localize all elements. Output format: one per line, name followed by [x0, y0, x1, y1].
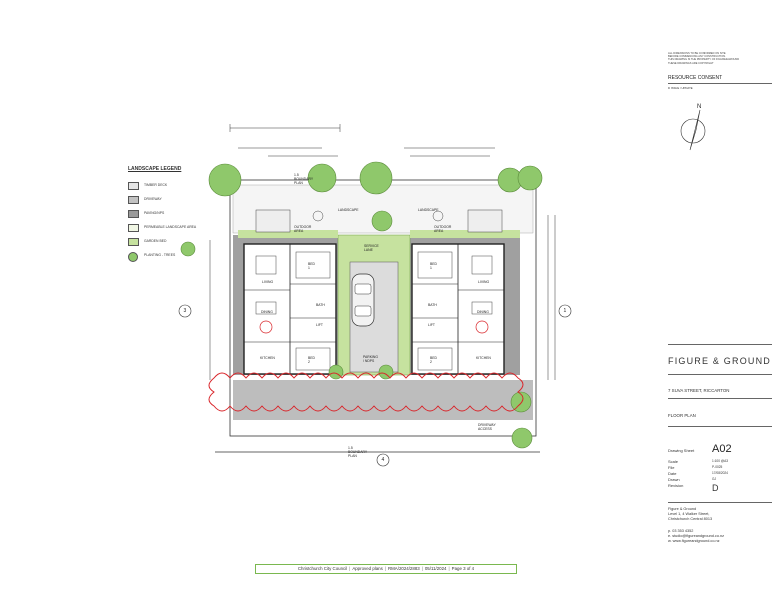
label-driveway: DRIVEWAY ACCESS: [478, 423, 496, 431]
label-outdoor-right: OUTDOOR AREA: [434, 225, 452, 233]
label-outdoor-left: OUTDOOR AREA: [294, 225, 312, 233]
legend-item: TIMBER DECK: [128, 182, 190, 192]
consent-title: RESOURCE CONSENT: [668, 75, 723, 81]
sheet-title: FLOOR PLAN: [668, 413, 696, 418]
right-deck: [467, 209, 503, 233]
label-kitchen-left: KITCHEN: [260, 356, 275, 360]
legend-item: DRIVEWAY: [128, 196, 190, 206]
firm-contact: p. 03 353 4352 e. studio@figureandground…: [668, 529, 724, 543]
label-bed2-right: BED 2: [430, 356, 437, 364]
trees: [180, 161, 543, 449]
legend-label: DRIVEWAY: [144, 197, 162, 201]
label-living-right: LIVING: [478, 280, 490, 284]
section-markers: [178, 304, 572, 467]
right-unit: [411, 243, 505, 375]
field-value: P-0025: [712, 465, 723, 469]
consent-sub: D ISSUE / UPDATE: [668, 86, 693, 90]
label-dining-right: DINING: [477, 310, 489, 314]
rear-garden-left: [238, 230, 338, 238]
firm-address: Figure & Ground Level 1, 4 Walker Street…: [668, 507, 713, 521]
field-value: 1:100 @A3: [712, 459, 728, 463]
revision-cloud: [208, 372, 524, 412]
tree-icon: [371, 210, 393, 232]
label-living-left: LIVING: [262, 280, 274, 284]
label-bed1-right: BED 1: [430, 262, 437, 270]
legend-swatch: [128, 238, 139, 246]
legend-label: PAVING/NPS: [144, 211, 165, 215]
field-label: Date: [668, 471, 677, 476]
tree-icon: [307, 163, 337, 193]
label-boundary-bottom: 1.5 BOUNDARY PLAN: [348, 446, 368, 458]
car-icon: [351, 273, 375, 327]
tree-icon: [511, 427, 533, 449]
label-bath-right: BATH: [428, 303, 437, 307]
council-approval-stamp: Christchurch City Council|Approved plans…: [255, 564, 517, 574]
field-label: Scale: [668, 459, 679, 464]
field-value: GJ: [712, 477, 717, 481]
label-bed1-left: BED 1: [308, 262, 315, 270]
label-parking: PARKING / NDPS: [363, 355, 379, 363]
right-chair-icon: [432, 210, 444, 222]
legend-swatch: [128, 196, 139, 204]
legend-item: GARDEN BED: [128, 238, 190, 248]
label-bed2-left: BED 2: [308, 356, 315, 364]
tree-icon: [517, 165, 543, 191]
project-address: 7 SUVA STREET, RICCARTON: [668, 388, 730, 393]
legend-swatch: [128, 210, 139, 218]
label-boundary-top: 1.5 BOUNDARY PLAN: [294, 173, 314, 185]
tree-icon: [378, 364, 394, 380]
label-lift-right: LIFT: [428, 323, 435, 327]
dimension-lines: [209, 124, 556, 380]
legend-item: PAVING/NPS: [128, 210, 190, 220]
marker-bottom: 4: [381, 457, 385, 463]
rule: [668, 502, 772, 503]
legend-label: PLANTING - TREES: [144, 253, 176, 257]
field-value: D: [712, 483, 719, 493]
field-label: Drawn: [668, 477, 680, 482]
drawing-sheet-number: A02: [712, 443, 732, 455]
legend-label: PERMEABLE LANDSCAPE AREA: [144, 225, 197, 229]
legend-label: GARDEN BED: [144, 239, 167, 243]
marker-right: 1: [563, 308, 567, 314]
left-unit: [243, 243, 337, 375]
rule: [668, 344, 772, 345]
general-notes: ALL DIMENSIONS TO BE CONFIRMED ON SITE B…: [668, 52, 740, 65]
field-value: 17/08/2024: [712, 471, 728, 475]
label-kitchen-right: KITCHEN: [476, 356, 491, 360]
firm-name: FIGURE & GROUND: [668, 356, 772, 366]
field-label: File: [668, 465, 675, 470]
rule: [668, 374, 772, 375]
label-dining-left: DINING: [261, 310, 273, 314]
label-service-lane: SERVICE LANE: [364, 244, 379, 252]
legend-swatch: [128, 182, 139, 190]
left-deck: [255, 209, 291, 233]
label-lift-left: LIFT: [316, 323, 323, 327]
legend-swatch: [128, 224, 139, 232]
rule: [668, 83, 772, 84]
legend-swatch: [128, 252, 138, 262]
legend-label: TIMBER DECK: [144, 183, 168, 187]
rule: [668, 398, 772, 399]
legend-title: LANDSCAPE LEGEND: [128, 166, 182, 172]
legend-item: PERMEABLE LANDSCAPE AREA: [128, 224, 196, 234]
tree-icon: [510, 391, 532, 413]
tree-icon: [180, 241, 196, 257]
label-bath-left: BATH: [316, 303, 325, 307]
rear-garden-right: [410, 230, 520, 238]
rule: [668, 426, 772, 427]
tree-icon: [208, 163, 242, 197]
label-landscape-right: LANDSCAPE: [418, 208, 439, 212]
north-label: N: [697, 104, 702, 110]
drawing-sheet-label: Drawing Sheet: [668, 448, 695, 453]
label-landscape-left: LANDSCAPE: [338, 208, 359, 212]
field-label: Revision: [668, 483, 684, 488]
marker-left: 3: [183, 308, 187, 314]
tree-icon: [359, 161, 393, 195]
legend-item: PLANTING - TREES: [128, 252, 190, 262]
north-arrow-icon: [680, 109, 706, 151]
driveway-front: [233, 380, 533, 420]
left-chair-icon: [312, 210, 324, 222]
